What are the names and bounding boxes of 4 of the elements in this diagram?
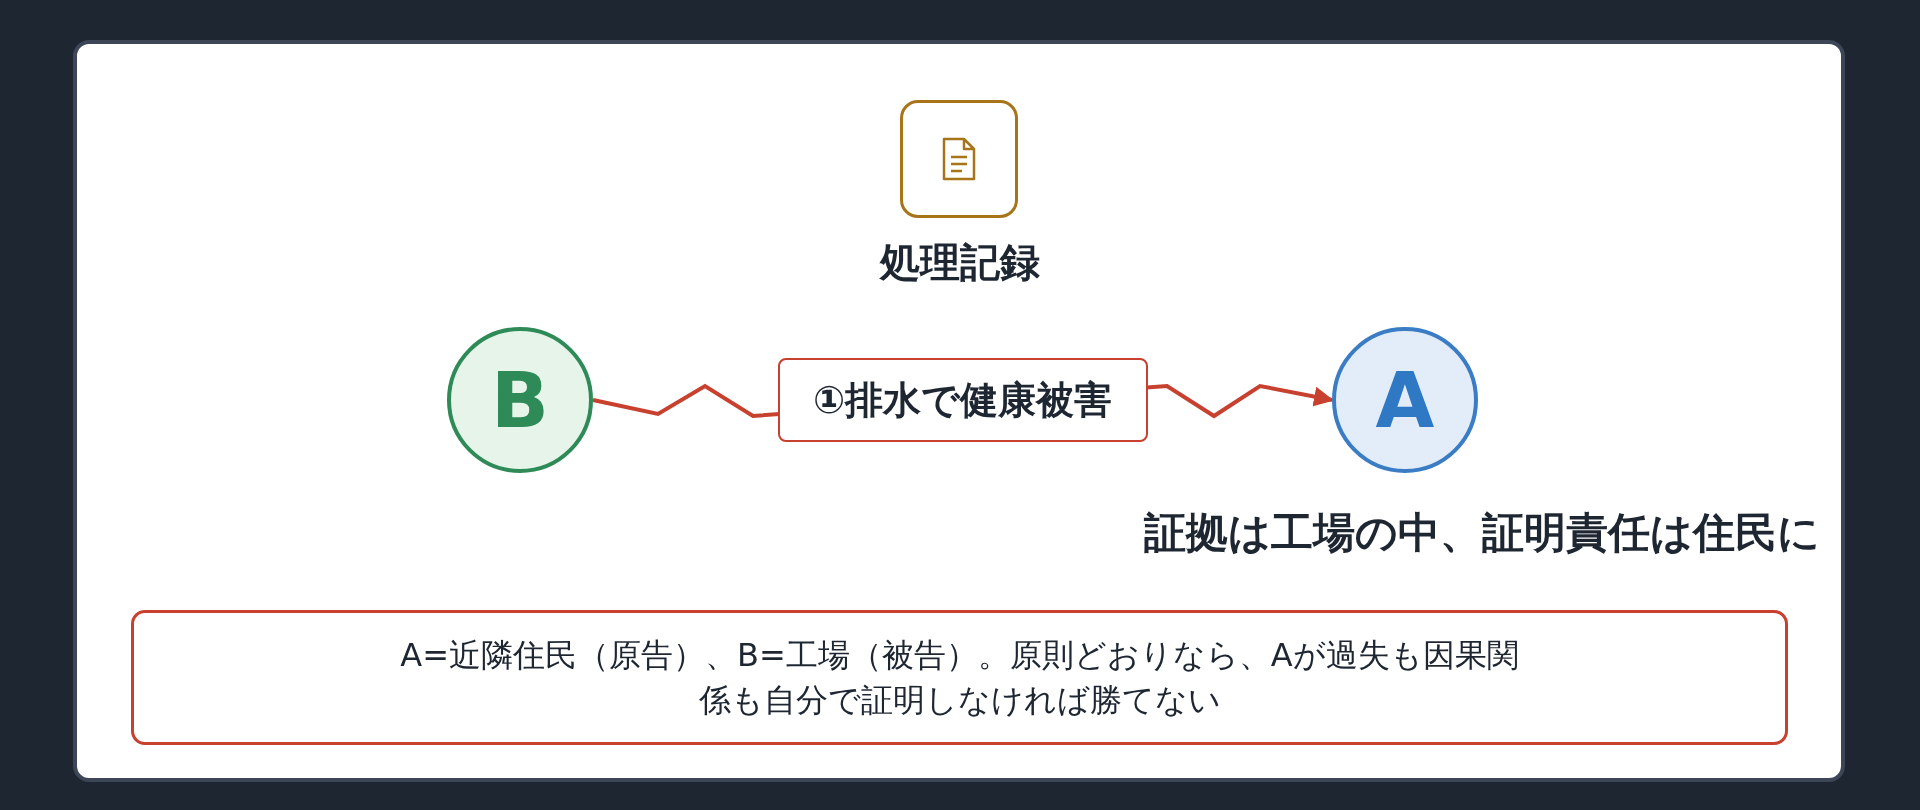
node-label: 処理記録	[878, 238, 1041, 287]
note-box: A=近隣住民（原告）、B=工場（被告）。原則どおりなら、Aが過失も因果関係も自分で証明しなければ勝てない	[131, 610, 1788, 745]
annotation-text: 証拠は工場の中、証明責任は住民に	[1143, 507, 1820, 559]
edge-label: ①排水で健康被害	[777, 358, 1148, 442]
